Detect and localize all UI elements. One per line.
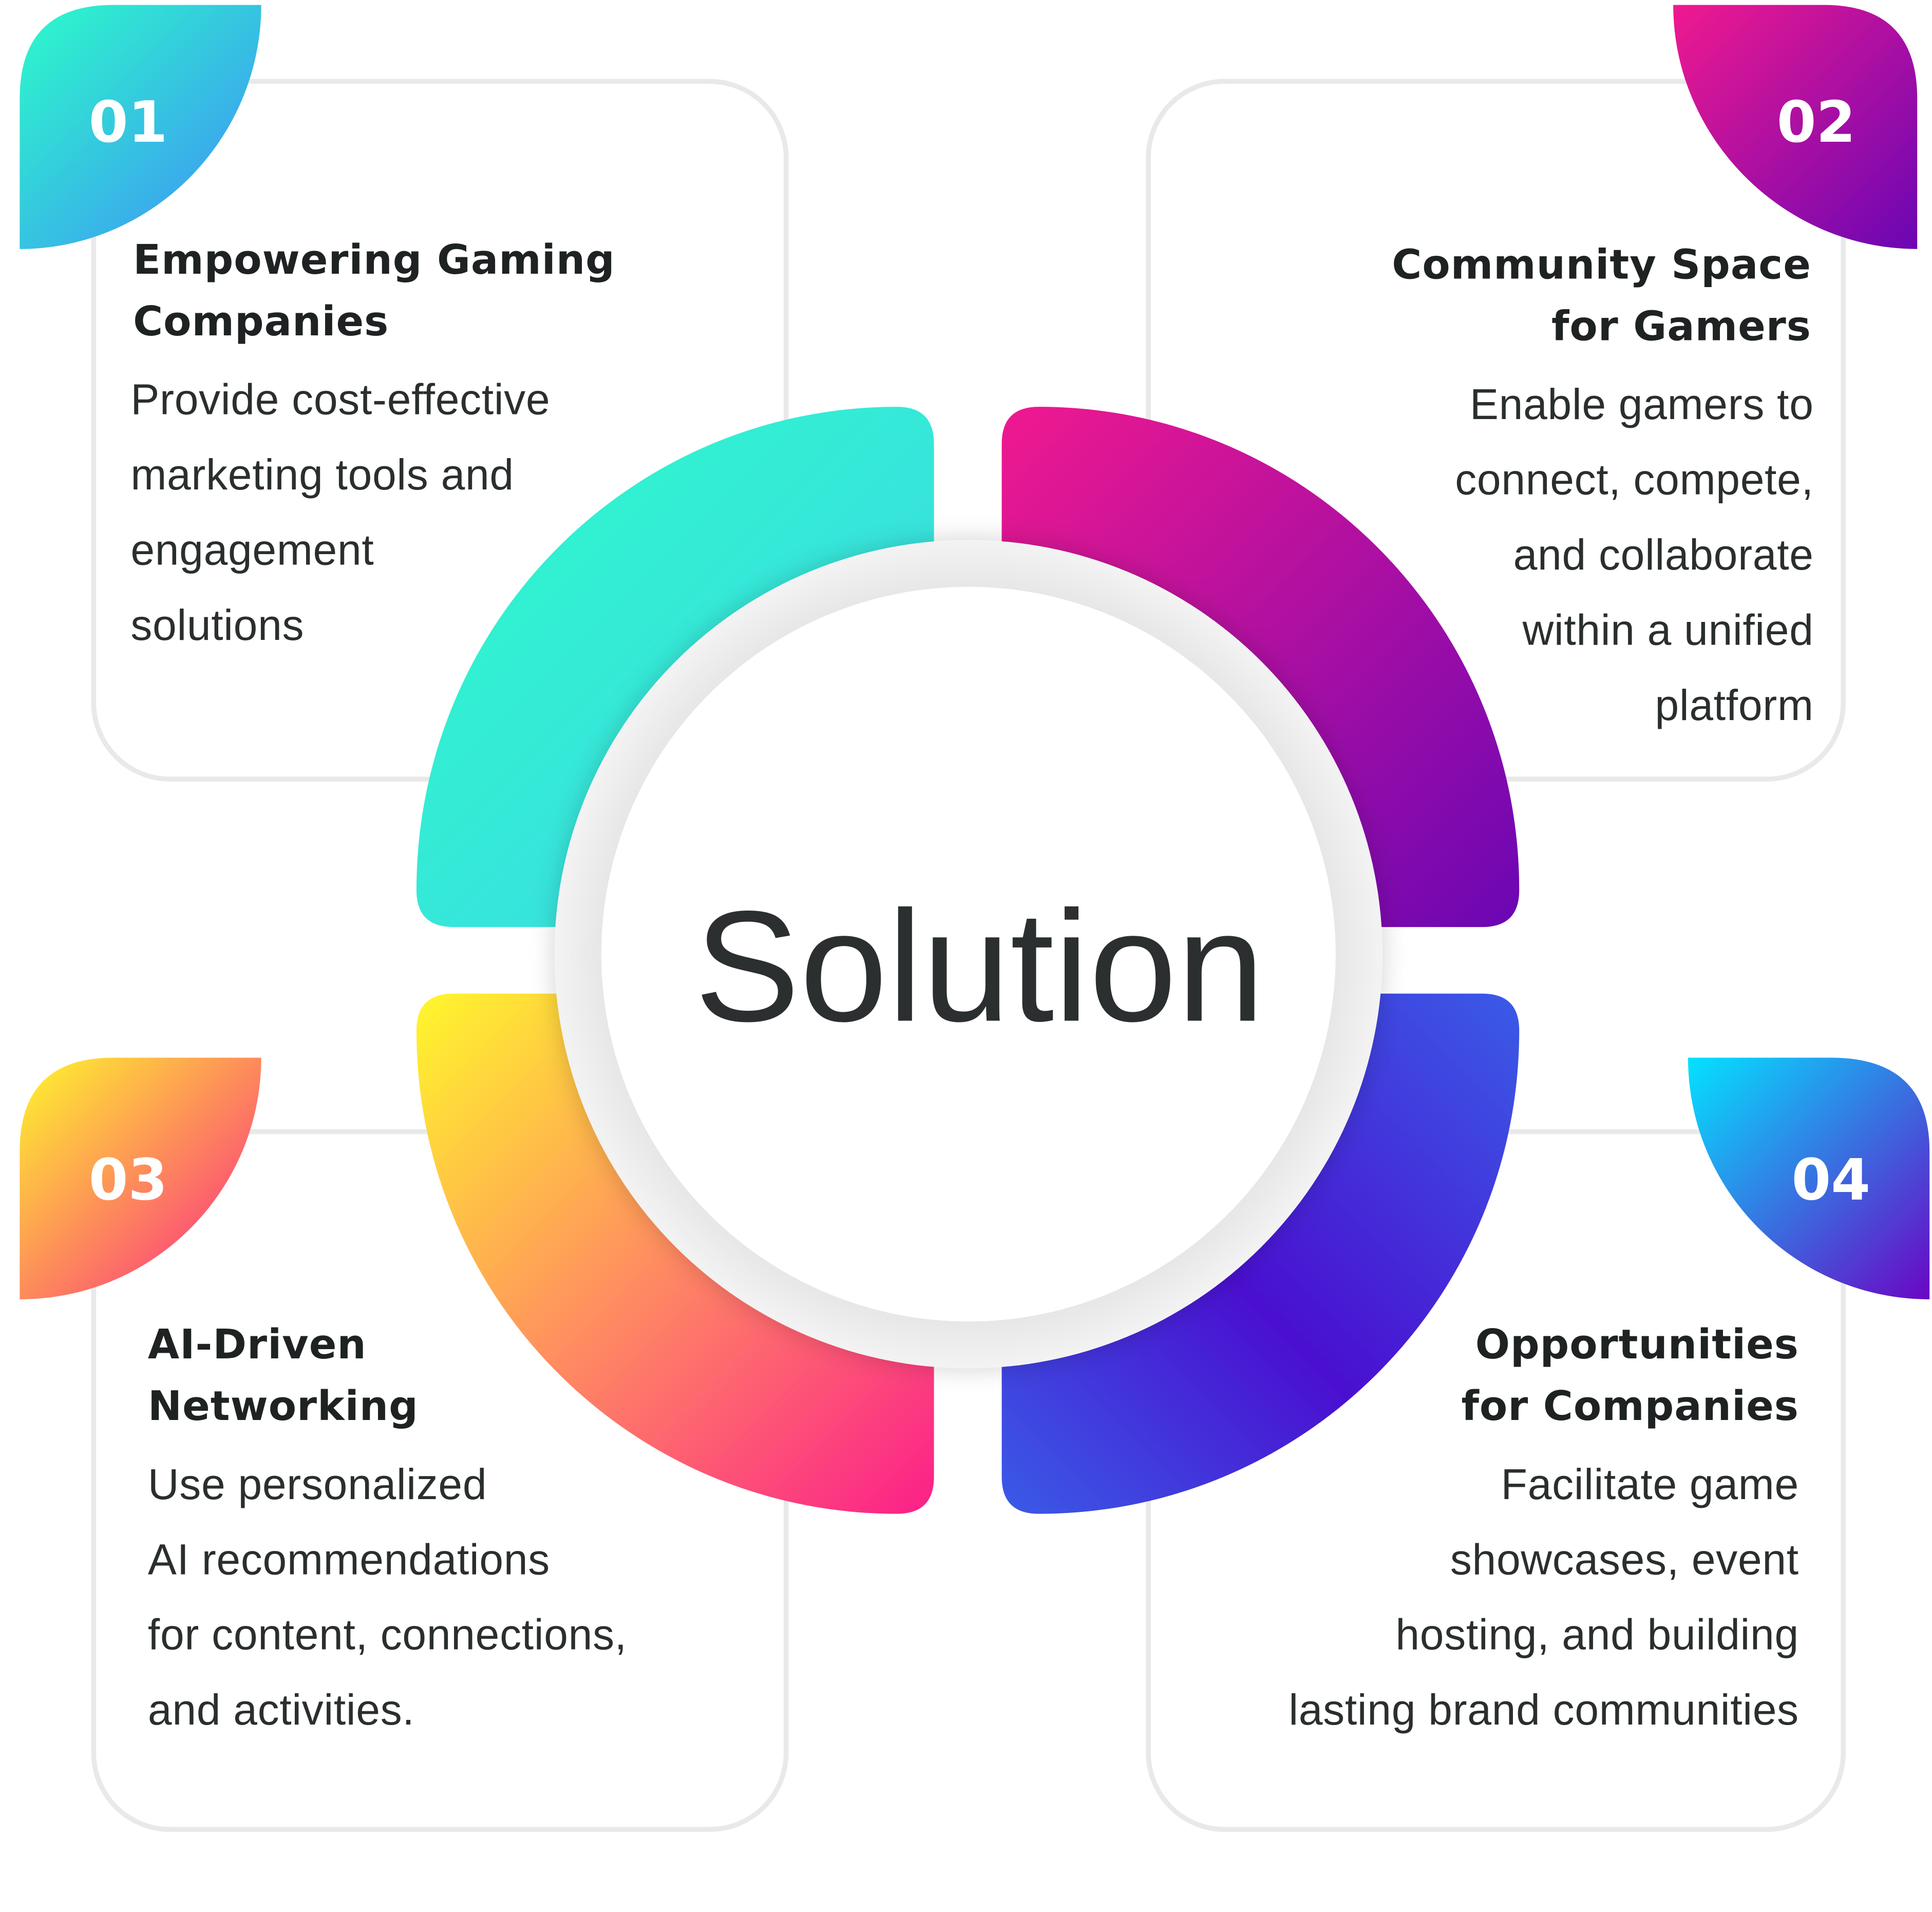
- card-04-description: Facilitate game showcases, event hosting…: [1289, 1447, 1799, 1748]
- card-02-desc-line: within a unified: [1522, 606, 1814, 655]
- card-03-title-line: Networking: [147, 1381, 419, 1430]
- card-04-number: 04: [1791, 1146, 1871, 1213]
- card-03-desc-line: Use personalized: [147, 1461, 487, 1509]
- card-04-desc-line: lasting brand communities: [1289, 1686, 1799, 1735]
- center-disc: [601, 586, 1336, 1322]
- card-02-desc-line: and collaborate: [1513, 531, 1814, 580]
- corner-tabs: [20, 5, 1930, 1300]
- card-04-desc-line: hosting, and building: [1395, 1611, 1799, 1659]
- card-02-title-line: Community Space: [1392, 240, 1811, 289]
- card-01-number: 01: [88, 88, 168, 156]
- card-02-number: 02: [1776, 88, 1856, 156]
- tab-03-shape: [20, 1057, 261, 1300]
- card-02-title-line: for Gamers: [1551, 302, 1811, 350]
- card-03-description: Use personalized AI recommendations for …: [148, 1447, 627, 1748]
- tab-01-shape: [20, 5, 261, 249]
- center-label: Solution: [694, 879, 1265, 1055]
- card-04-title: Opportunities for Companies: [1461, 1314, 1798, 1437]
- tab-02-shape: [1673, 5, 1918, 249]
- card-03-desc-line: for content, connections,: [147, 1611, 627, 1659]
- card-04-desc-line: Facilitate game: [1501, 1461, 1799, 1509]
- card-01-title-line: Empowering Gaming: [133, 235, 615, 284]
- card-04-title-line: for Companies: [1461, 1381, 1799, 1430]
- card-01-desc-line: engagement: [130, 526, 374, 575]
- card-03-desc-line: and activities.: [147, 1686, 415, 1735]
- card-02-description: Enable gamers to connect, compete, and c…: [1455, 367, 1813, 743]
- card-02-desc-line: Enable gamers to: [1469, 381, 1814, 429]
- card-01-title: Empowering Gaming Companies: [133, 229, 615, 352]
- card-03-number: 03: [88, 1146, 168, 1213]
- card-01-desc-line: Provide cost-effective: [130, 376, 551, 424]
- card-03-desc-line: AI recommendations: [147, 1536, 550, 1584]
- card-01-title-line: Companies: [133, 297, 389, 346]
- card-03-title: AI-Driven Networking: [148, 1314, 419, 1437]
- card-02-desc-line: connect, compete,: [1455, 456, 1814, 504]
- card-03-title-line: AI-Driven: [147, 1320, 367, 1369]
- tab-04-shape: [1688, 1057, 1930, 1300]
- card-02-title: Community Space for Gamers: [1392, 234, 1811, 357]
- card-04-title-line: Opportunities: [1475, 1320, 1799, 1369]
- card-01-desc-line: solutions: [130, 601, 305, 650]
- card-01-desc-line: marketing tools and: [130, 451, 514, 500]
- card-02-desc-line: platform: [1655, 681, 1814, 730]
- card-01-description: Provide cost-effective marketing tools a…: [130, 363, 550, 664]
- card-04-desc-line: showcases, event: [1450, 1536, 1799, 1584]
